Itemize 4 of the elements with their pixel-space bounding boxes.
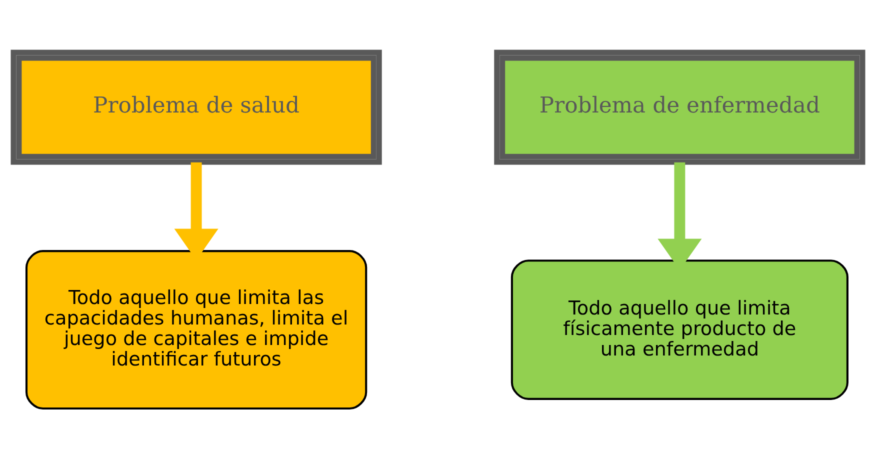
node-box: Todo aquello que limita físicamente producto de una enfermedad (510, 259, 848, 400)
node-box: Problema de salud (10, 49, 382, 164)
node-box: Todo aquello que limita las capacidades humanas, limita el juego de capitales e impide identificar futuros (25, 250, 368, 410)
node-box: Problema de enfermedad (494, 49, 866, 164)
